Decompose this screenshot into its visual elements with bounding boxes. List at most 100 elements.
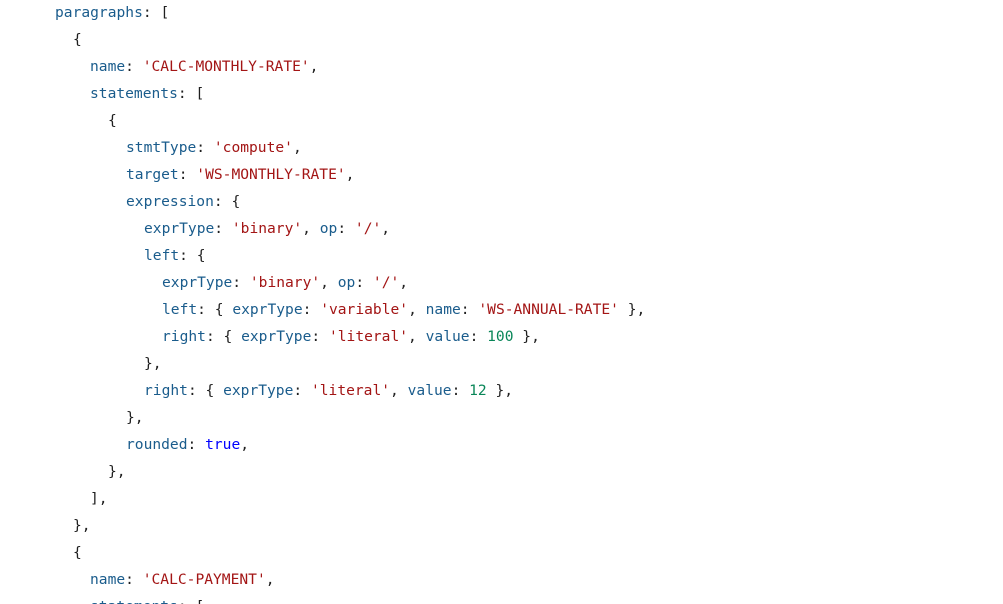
code-line: ], [90,485,108,512]
code-punctuation: , [320,274,338,291]
code-line: { [73,539,82,566]
code-line: right: { exprType: 'literal', value: 100… [162,323,540,350]
code-string: '/' [354,220,382,237]
code-string: 'CALC-MONTHLY-RATE' [142,58,310,75]
code-number: 100 [487,328,514,345]
code-line: exprType: 'binary', op: '/', [144,215,390,242]
code-line: name: 'CALC-MONTHLY-RATE', [90,53,318,80]
code-punctuation: , [381,220,391,237]
code-punctuation: , [309,58,319,75]
code-string: 'WS-MONTHLY-RATE' [196,166,346,183]
code-boolean: true [205,436,241,453]
code-punctuation: : { [187,382,224,399]
code-number: 12 [469,382,487,399]
code-key: op [337,274,356,291]
code-key: exprType [241,328,312,345]
code-punctuation: , [399,274,409,291]
code-line: }, [144,350,162,377]
code-line: name: 'CALC-PAYMENT', [90,566,275,593]
code-punctuation: , [408,328,426,345]
code-line: expression: { [126,188,240,215]
code-key: statements [90,85,178,102]
code-punctuation: , [345,166,355,183]
code-punctuation: : [187,436,206,453]
code-punctuation: : { [197,301,233,318]
code-punctuation: }, [126,409,144,426]
code-punctuation: : [125,571,143,588]
code-key: stmtType [126,139,197,156]
code-line: { [73,26,82,53]
code-punctuation: , [240,436,250,453]
code-line: }, [73,512,91,539]
code-key: expression [126,193,214,210]
code-punctuation: : [355,274,373,291]
code-key: name [425,301,461,318]
code-punctuation: : [ [142,4,170,21]
code-punctuation: : [ [177,85,205,102]
code-punctuation: : [460,301,479,318]
code-string: 'binary' [231,220,303,237]
code-line: { [108,107,117,134]
code-key: value [407,382,452,399]
code-key: right [144,382,188,399]
code-punctuation: : [469,328,488,345]
code-key: exprType [162,274,233,291]
code-string: 'CALC-PAYMENT' [142,571,266,588]
code-string: 'binary' [249,274,321,291]
code-key: paragraphs [55,4,143,21]
code-line: }, [126,404,144,431]
code-punctuation: : [311,328,329,345]
code-punctuation: }, [108,463,126,480]
code-line: paragraphs: [ [55,0,169,26]
code-key: rounded [126,436,188,453]
code-punctuation: , [390,382,408,399]
code-punctuation: : [232,274,250,291]
code-punctuation: : [178,166,197,183]
code-punctuation: : [337,220,355,237]
code-string: 'literal' [328,328,409,345]
code-line: right: { exprType: 'literal', value: 12 … [144,377,513,404]
code-string: 'compute' [213,139,293,156]
code-key: name [90,58,126,75]
code-line: }, [108,458,126,485]
code-punctuation: : [293,382,311,399]
code-line: left: { [144,242,206,269]
code-punctuation: }, [486,382,514,399]
code-string: 'literal' [310,382,391,399]
code-string: 'WS-ANNUAL-RATE' [478,301,619,318]
code-key: exprType [144,220,215,237]
code-punctuation: : { [213,193,241,210]
code-key: right [162,328,206,345]
code-punctuation: : [451,382,470,399]
code-punctuation: { [108,112,117,129]
code-line: statements: [ [90,80,204,107]
code-key: exprType [232,301,303,318]
code-punctuation: : { [179,247,206,264]
code-line: statements: [ [90,593,204,604]
code-punctuation: , [292,139,302,156]
code-key: value [425,328,470,345]
code-punctuation: : [302,301,321,318]
code-punctuation: { [73,31,82,48]
code-punctuation: { [73,544,82,561]
code-punctuation: , [408,301,426,318]
code-punctuation: , [302,220,320,237]
code-punctuation: }, [73,517,91,534]
code-key: target [126,166,179,183]
code-line: exprType: 'binary', op: '/', [162,269,408,296]
code-line: target: 'WS-MONTHLY-RATE', [126,161,354,188]
code-punctuation: ], [90,490,108,507]
code-line: left: { exprType: 'variable', name: 'WS-… [162,296,645,323]
code-string: '/' [372,274,400,291]
code-string: 'variable' [320,301,409,318]
code-punctuation: }, [144,355,162,372]
code-key: statements [90,598,178,604]
code-punctuation: : { [205,328,242,345]
code-punctuation: : [214,220,232,237]
code-punctuation: : [196,139,214,156]
code-punctuation: }, [513,328,540,345]
code-line: stmtType: 'compute', [126,134,302,161]
code-key: left [162,301,198,318]
code-punctuation: : [125,58,143,75]
